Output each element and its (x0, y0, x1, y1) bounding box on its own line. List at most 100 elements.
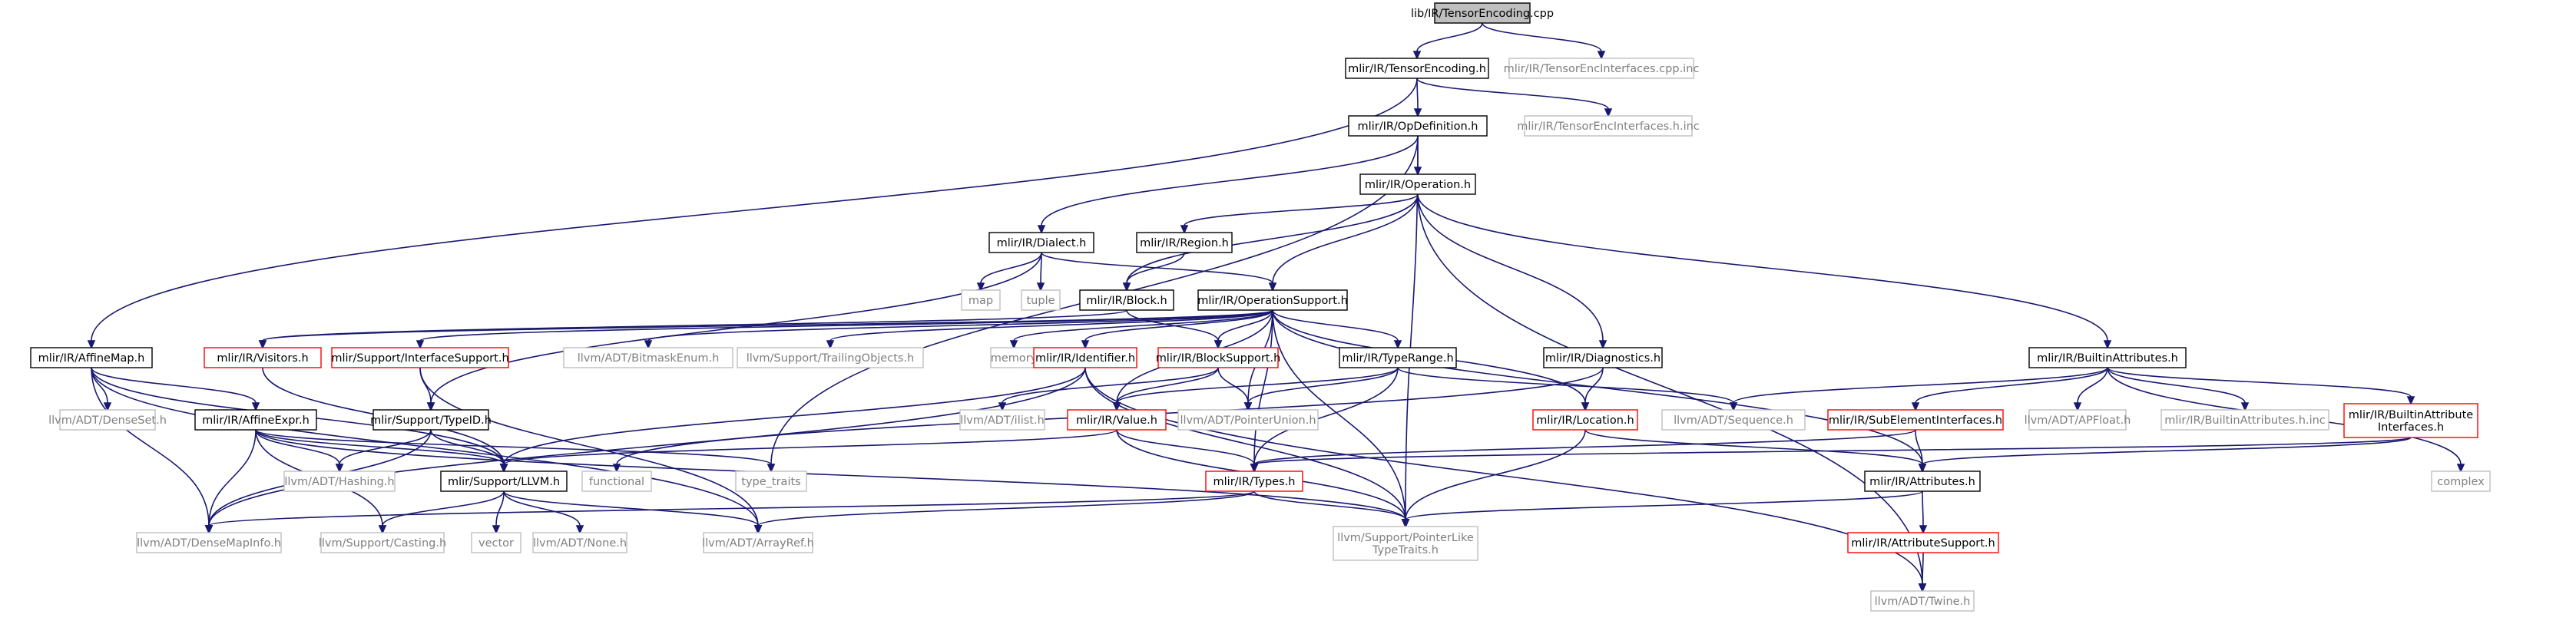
node-box (1359, 173, 1476, 195)
node-label: mlir/IR/Value.h (1076, 414, 1157, 427)
node-label: mlir/IR/Block.h (1086, 295, 1167, 307)
node-box (1033, 347, 1137, 368)
node-box (1847, 532, 1999, 553)
node-builtin-attrs-inc: mlir/IR/BuiltinAttributes.h.inc (2160, 409, 2329, 431)
node-region[interactable]: mlir/IR/Region.h (1136, 232, 1233, 253)
node-block-support[interactable]: mlir/IR/BlockSupport.h (1156, 347, 1281, 368)
edge-types-to-dense-map-info (204, 490, 1255, 534)
edge-region-to-block (1122, 252, 1185, 292)
node-label: llvm/ADT/APFloat.h (2025, 414, 2131, 427)
node-operation[interactable]: mlir/IR/Operation.h (1359, 173, 1476, 195)
node-iface-support[interactable]: mlir/Support/InterfaceSupport.h (331, 347, 509, 368)
node-location[interactable]: mlir/IR/Location.h (1532, 409, 1638, 431)
edge-op-support-to-iface-support (416, 309, 1273, 349)
node-bitmask-enum: llvm/ADT/BitmaskEnum.h (563, 347, 733, 368)
node-box (1543, 347, 1663, 368)
node-box (1434, 2, 1531, 24)
node-root: lib/IR/TensorEncoding.cpp (1411, 2, 1554, 24)
node-attr-support[interactable]: mlir/IR/AttributeSupport.h (1847, 532, 1999, 553)
node-affine-expr[interactable]: mlir/IR/AffineExpr.h (194, 409, 317, 431)
node-value[interactable]: mlir/IR/Value.h (1067, 409, 1167, 431)
node-label: vector (478, 537, 514, 550)
node-box (1532, 409, 1638, 431)
node-label: mlir/IR/TensorEncoding.h (1348, 63, 1486, 75)
node-llvm-h[interactable]: mlir/Support/LLVM.h (440, 470, 568, 492)
node-box (372, 409, 489, 431)
node-op-def[interactable]: mlir/IR/OpDefinition.h (1348, 115, 1488, 137)
node-label: llvm/ADT/ArrayRef.h (702, 537, 814, 550)
edge-llvm-h-to-vector (492, 490, 505, 534)
node-type-id[interactable]: mlir/Support/TypeID.h (370, 409, 492, 431)
node-diagnostics[interactable]: mlir/IR/Diagnostics.h (1543, 347, 1663, 368)
node-hashing: llvm/ADT/Hashing.h (283, 470, 396, 492)
node-builtin-attrs[interactable]: mlir/IR/BuiltinAttributes.h (2028, 347, 2187, 368)
node-label: mlir/IR/BlockSupport.h (1156, 352, 1281, 365)
node-identifier[interactable]: mlir/IR/Identifier.h (1033, 347, 1137, 368)
node-label: mlir/IR/Region.h (1140, 237, 1229, 249)
node-label: mlir/IR/Dialect.h (997, 237, 1087, 249)
node-label: llvm/ADT/ilist.h (960, 414, 1045, 427)
node-box (2028, 409, 2127, 431)
node-label: llvm/ADT/DenseSet.h (48, 414, 167, 427)
node-box (961, 289, 1001, 311)
node-box (1339, 347, 1457, 368)
node-attributes[interactable]: mlir/IR/Attributes.h (1864, 470, 1981, 492)
edge-type-range-to-value (1112, 367, 1399, 411)
edge-tensor-enc-h-to-affine-map (87, 78, 1418, 349)
node-label: llvm/ADT/DenseMapInfo.h (137, 537, 281, 550)
node-types[interactable]: mlir/IR/Types.h (1205, 470, 1303, 492)
node-box (2343, 403, 2478, 438)
node-box (331, 347, 509, 368)
node-box (1864, 470, 1981, 492)
node-op-support[interactable]: mlir/IR/OperationSupport.h (1197, 289, 1348, 311)
node-label: lib/IR/TensorEncoding.cpp (1411, 8, 1554, 20)
edge-builtin-attrs-to-ap-float (2073, 367, 2108, 411)
node-label: mlir/IR/TypeRange.h (1342, 352, 1453, 365)
node-tensor-enc-cpp-inc: mlir/IR/TensorEncInterfaces.cpp.inc (1504, 58, 1699, 79)
node-type-range[interactable]: mlir/IR/TypeRange.h (1339, 347, 1457, 368)
node-label: llvm/Support/PointerLike (1337, 532, 1474, 544)
edge-attr-support-to-twine (1918, 552, 1927, 593)
edge-types-to-array-ref (753, 490, 1255, 534)
node-layer: lib/IR/TensorEncoding.cpp mlir/IR/TensorE… (30, 2, 2491, 612)
node-affine-map[interactable]: mlir/IR/AffineMap.h (30, 347, 153, 368)
node-tensor-enc-h[interactable]: mlir/IR/TensorEncoding.h (1345, 58, 1489, 79)
edge-op-support-to-memory (1009, 309, 1273, 349)
node-box (1197, 289, 1348, 311)
node-label: memory (991, 352, 1038, 365)
node-dialect[interactable]: mlir/IR/Dialect.h (988, 232, 1094, 253)
node-box (1508, 58, 1694, 79)
edge-root-to-tensor-enc-h (1412, 22, 1483, 60)
node-label: mlir/IR/Diagnostics.h (1545, 352, 1660, 365)
edge-root-to-tensor-enc-cpp-inc (1482, 22, 1606, 60)
edge-op-support-to-block-support (1214, 309, 1273, 349)
node-complex: complex (2431, 470, 2491, 492)
node-box (581, 470, 652, 492)
node-block[interactable]: mlir/IR/Block.h (1079, 289, 1174, 311)
node-box (563, 347, 733, 368)
node-label: TypeTraits.h (1372, 544, 1439, 556)
node-map: map (961, 289, 1001, 311)
node-box (283, 470, 396, 492)
node-type-traits: type_traits (735, 470, 807, 492)
edge-attributes-to-ptr-like-traits (1401, 490, 1923, 528)
node-box (136, 532, 282, 553)
node-box (532, 532, 627, 553)
edge-builtin-attrs-to-builtin-attr-ifaces (2107, 367, 2415, 405)
node-box (737, 347, 924, 368)
node-label: mlir/IR/Types.h (1214, 476, 1296, 488)
edge-operation-to-builtin-attrs (1417, 193, 2112, 349)
edge-op-support-to-type-range (1272, 309, 1402, 349)
edge-type-range-to-pointer-union (1243, 367, 1399, 411)
edge-operation-to-diagnostics (1417, 193, 1608, 349)
node-box (1136, 232, 1233, 253)
node-sub-elem-ifaces[interactable]: mlir/IR/SubElementInterfaces.h (1827, 409, 2004, 431)
node-box (1870, 590, 1975, 612)
node-ap-float: llvm/ADT/APFloat.h (2025, 409, 2131, 431)
node-box (204, 347, 322, 368)
node-visitors[interactable]: mlir/IR/Visitors.h (204, 347, 322, 368)
node-label: mlir/IR/BuiltinAttribute (2349, 409, 2473, 421)
node-array-ref: llvm/ADT/ArrayRef.h (702, 532, 814, 553)
